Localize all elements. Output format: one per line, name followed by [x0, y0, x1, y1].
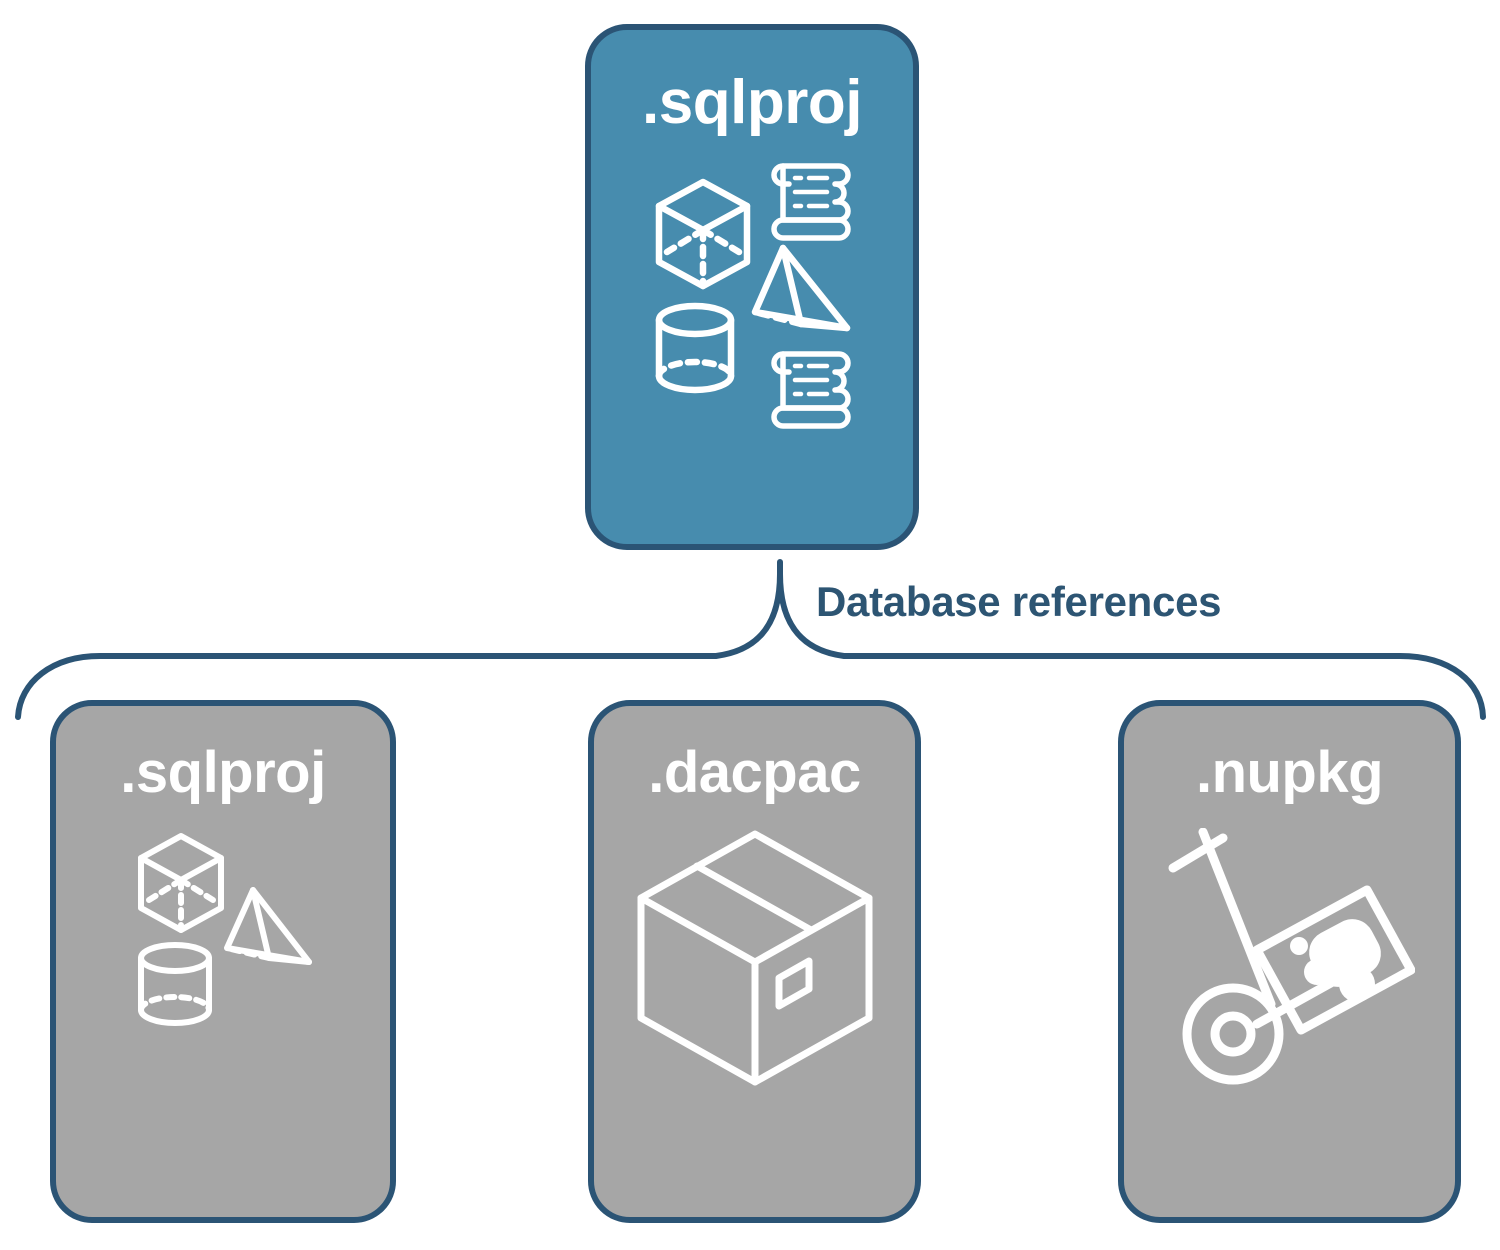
root-card-title: .sqlproj — [642, 68, 862, 137]
cylinder-icon — [655, 302, 735, 394]
reference-card-sqlproj-title: .sqlproj — [120, 740, 326, 805]
reference-card-nupkg-title: .nupkg — [1195, 740, 1384, 805]
root-card-sqlproj[interactable]: .sqlproj — [585, 24, 919, 550]
connector-label: Database references — [816, 578, 1222, 625]
reference-card-sqlproj[interactable]: .sqlproj — [50, 700, 396, 1223]
scroll-icon — [771, 351, 851, 429]
nuget-package-icon — [1252, 885, 1415, 1035]
pyramid-icon — [751, 244, 851, 332]
reference-card-dacpac[interactable]: .dacpac — [588, 700, 921, 1223]
reference-card-nupkg[interactable]: .nupkg — [1118, 700, 1461, 1223]
nuget-glyph-icon — [1289, 919, 1381, 1002]
reference-card-sqlproj-icon-group — [123, 828, 323, 1038]
root-card-icon-group — [637, 152, 867, 432]
cube-icon — [655, 178, 751, 290]
cube-icon — [138, 833, 224, 933]
scroll-icon — [771, 163, 851, 241]
package-box-icon — [637, 830, 872, 1086]
cylinder-icon — [138, 942, 212, 1026]
reference-card-nupkg-icon-group — [1165, 827, 1415, 1088]
pyramid-icon — [224, 887, 312, 965]
reference-card-dacpac-title: .dacpac — [648, 740, 861, 805]
reference-card-dacpac-icon-group — [631, 828, 879, 1088]
hand-truck-icon — [1168, 827, 1369, 1085]
